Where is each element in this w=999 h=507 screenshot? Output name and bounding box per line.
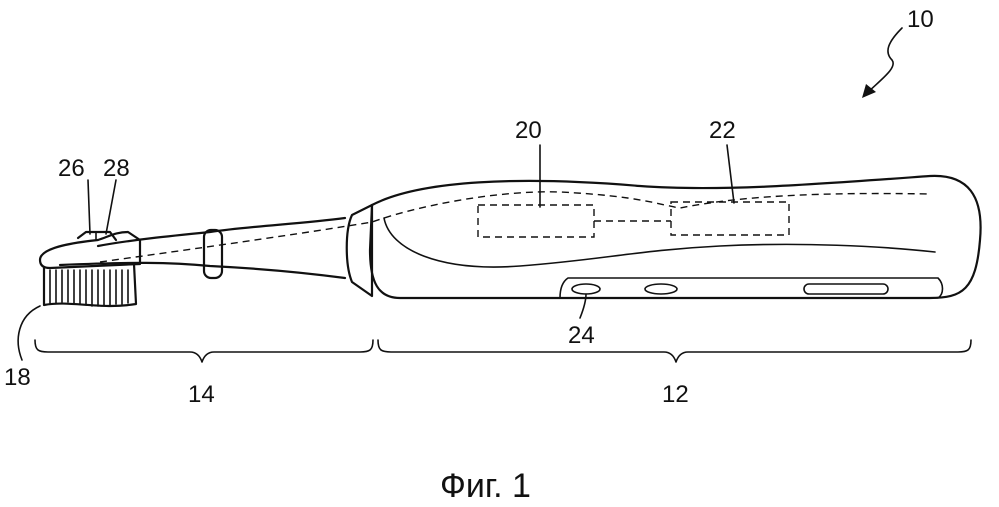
brush-head-attachment [40,218,345,306]
handle-collar [347,205,372,296]
ref-label-20: 20 [515,117,542,144]
internal-components [100,192,930,262]
figure-caption: Фиг. 1 [440,467,531,505]
ref-label-10: 10 [907,6,934,33]
ref-label-12: 12 [662,381,689,408]
ref-label-24: 24 [568,322,595,349]
brace-14 [35,340,373,362]
ref-label-14: 14 [188,381,215,408]
ref-label-18: 18 [4,364,31,391]
component-22-box [671,202,789,235]
reference-arrow-10 [862,28,902,98]
brace-12 [378,340,971,362]
ref-label-22: 22 [709,117,736,144]
ref-label-26: 26 [58,155,85,182]
component-20-box [478,205,594,237]
ref-label-28: 28 [103,155,130,182]
